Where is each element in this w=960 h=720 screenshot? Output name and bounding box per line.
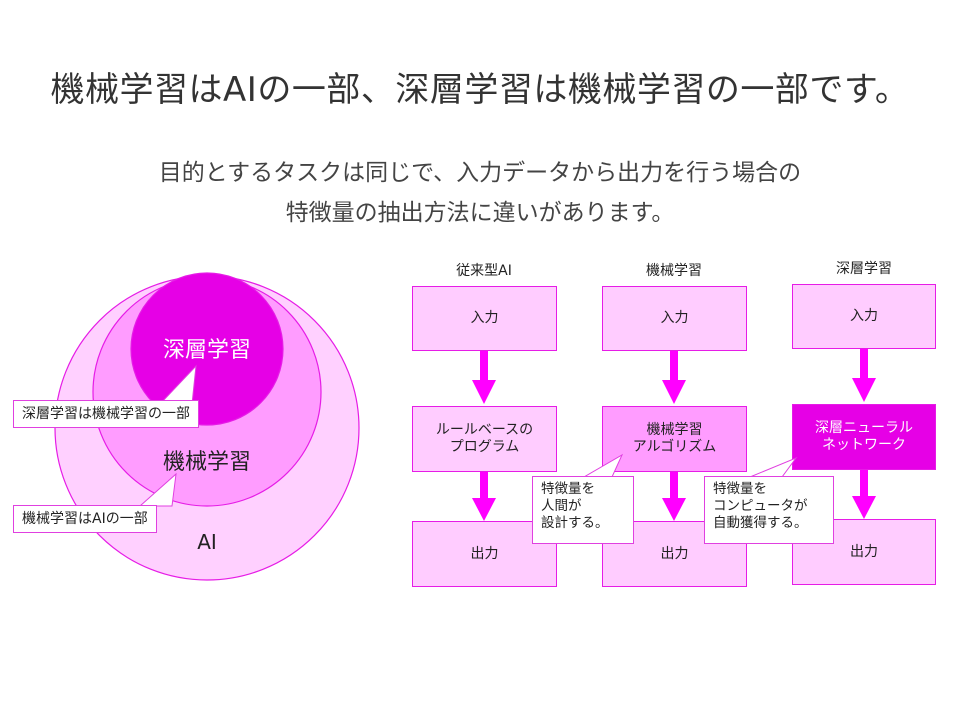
ml-process-box: 機械学習 アルゴリズム — [602, 406, 747, 472]
dl-output-label: 出力 — [850, 543, 878, 560]
deep-learning-label: 深層学習 — [163, 338, 251, 363]
classic-ai-process-label: ルールベースの プログラム — [435, 422, 534, 455]
header-classic-ai: 従来型AI — [456, 263, 512, 279]
note-auto-pointer — [749, 456, 798, 478]
arrow-ml-1 — [662, 351, 686, 404]
header-machine-learning: 機械学習 — [646, 263, 702, 279]
subtitle-line-2: 特徴量の抽出方法に違いがあります。 — [285, 200, 675, 226]
header-deep-learning: 深層学習 — [836, 261, 892, 277]
arrow-classic-2 — [472, 472, 496, 521]
ml-output-label: 出力 — [660, 545, 689, 562]
machine-learning-label: 機械学習 — [163, 450, 251, 475]
ml-process-label: 機械学習 アルゴリズム — [632, 422, 717, 455]
dl-input-box: 入力 — [792, 284, 936, 349]
arrow-ml-2 — [662, 472, 686, 521]
classic-ai-input-box: 入力 — [412, 286, 557, 351]
subtitle-line-1: 目的とするタスクは同じで、入力データから出力を行う場合の — [158, 160, 802, 186]
arrow-dl-2 — [852, 470, 876, 519]
note-auto-learned-features: 特徴量を コンピュータが 自動獲得する。 — [704, 476, 834, 544]
note-human-designed-features: 特徴量を 人間が 設計する。 — [532, 476, 634, 544]
callout-deep-learning-part: 深層学習は機械学習の一部 — [13, 400, 199, 428]
arrow-dl-1 — [852, 349, 876, 402]
classic-ai-output-label: 出力 — [470, 545, 499, 562]
ai-label: AI — [197, 530, 217, 554]
dl-process-label: 深層ニューラル ネットワーク — [815, 420, 913, 453]
dl-input-label: 入力 — [850, 308, 878, 324]
deep-learning-circle — [130, 272, 284, 426]
ml-input-label: 入力 — [660, 310, 689, 326]
callout-ml-part: 機械学習はAIの一部 — [13, 505, 157, 533]
note-human-pointer — [582, 453, 624, 478]
classic-ai-input-label: 入力 — [470, 310, 499, 326]
page-title: 機械学習はAIの一部、深層学習は機械学習の一部です。 — [50, 70, 910, 110]
arrow-classic-1 — [472, 351, 496, 404]
ml-input-box: 入力 — [602, 286, 747, 351]
dl-process-box: 深層ニューラル ネットワーク — [792, 404, 936, 470]
classic-ai-process-box: ルールベースの プログラム — [412, 406, 557, 472]
